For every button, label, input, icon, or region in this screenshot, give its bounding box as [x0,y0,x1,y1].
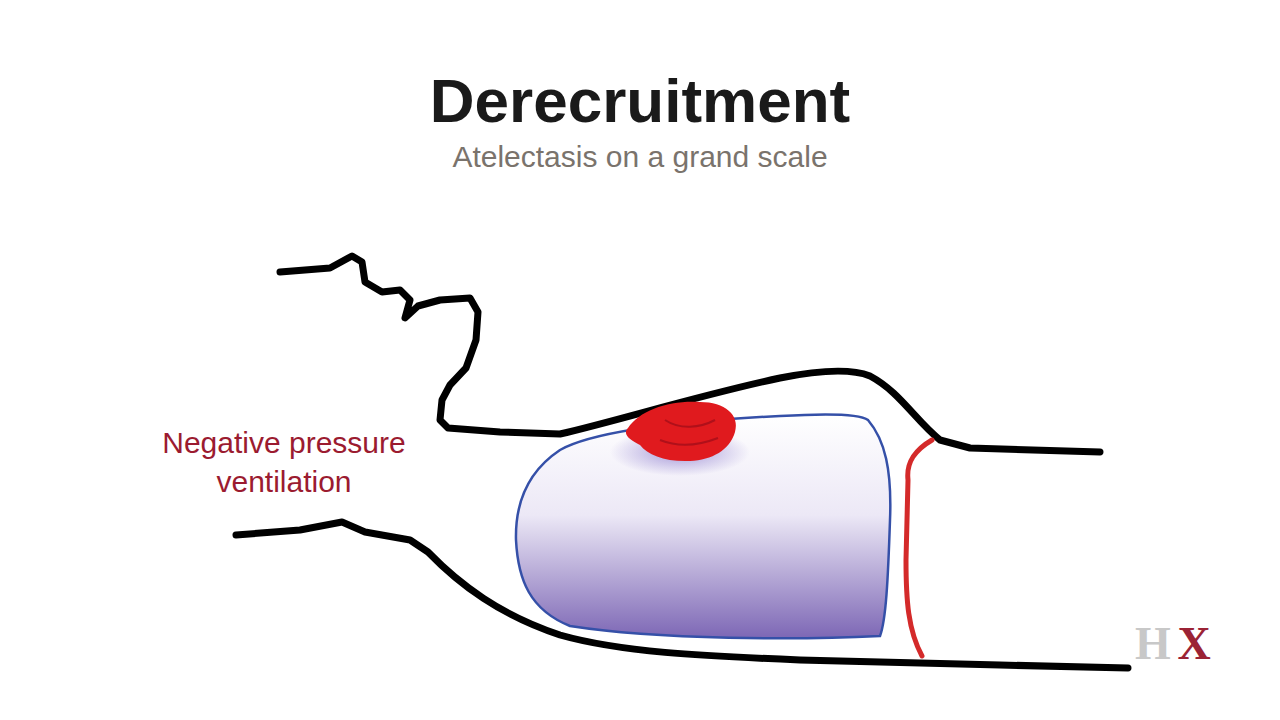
diaphragm [906,440,932,656]
logo-letter: H [1135,617,1171,670]
logo-letter-text: H [1135,618,1171,669]
logo-letter: X [1177,617,1210,670]
annotation-text: Negative pressure ventilation [162,426,405,498]
logo-letter-text: X [1177,618,1210,669]
collapsed-region-detail [660,420,718,445]
subtitle-text: Atelectasis on a grand scale [452,140,827,173]
subtitle: Atelectasis on a grand scale [452,140,827,174]
annotation: Negative pressure ventilation [134,423,434,501]
collapsed-region [626,402,736,461]
title: Derecruitment [430,65,850,136]
title-text: Derecruitment [430,66,850,135]
